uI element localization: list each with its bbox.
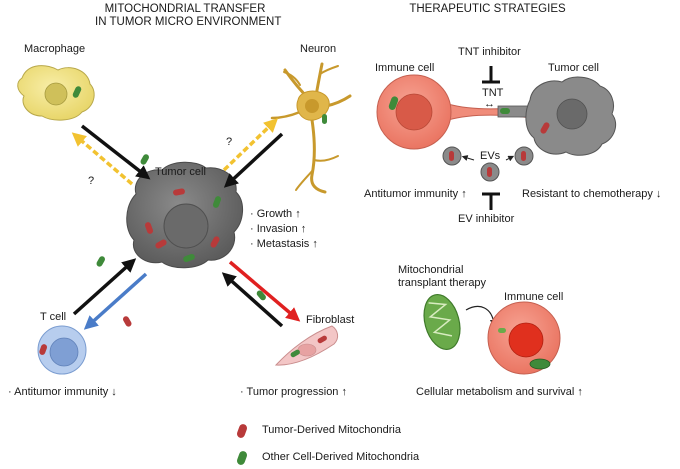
fibroblast-effect: · Tumor progression ↑ [240, 386, 347, 398]
mito-floating [96, 256, 106, 267]
legend-tumor-mito-swatch [236, 424, 248, 438]
macrophage-label: Macrophage [24, 43, 86, 55]
t-cell-label: T cell [40, 311, 67, 323]
neuron-soma [296, 90, 330, 124]
arrow-tumor-to-macrophage [71, 132, 134, 186]
immune-cell-label: Immune cell [375, 62, 435, 74]
neuron-label: Neuron [300, 43, 337, 55]
arrow-evs-left [461, 155, 475, 161]
transplant-mitochondrion [423, 293, 461, 351]
arrow-tumor-to-tcell [83, 272, 148, 330]
arrow-tumor-to-neuron [222, 118, 279, 172]
fibroblast-cell [274, 325, 339, 366]
evs-label: EVs [480, 150, 501, 162]
immune-cell-transplant [487, 301, 561, 375]
arrow-evs-right [505, 155, 515, 162]
effect-metastasis: · Metastasis ↑ [250, 238, 318, 250]
immune-cell-label-2: Immune cell [504, 291, 564, 303]
tnt-bidirectional-arrow: ↔ [484, 98, 495, 110]
tumor-cell-label-right: Tumor cell [548, 62, 599, 74]
transplant-label-line2: transplant therapy [398, 277, 487, 289]
tnt-label: TNT [482, 87, 504, 99]
mito-floating [140, 154, 149, 165]
macrophage-cell [17, 65, 95, 121]
ev-vesicles [442, 146, 534, 182]
legend-tumor-derived: Tumor-Derived Mitochondria [262, 424, 401, 436]
mito-floating [256, 290, 266, 301]
tnt-inhibitor-label: TNT inhibitor [458, 46, 521, 58]
ev-inhibitor-label: EV inhibitor [458, 213, 515, 225]
arrow-tcell-to-tumor [72, 258, 137, 316]
tumor-cell [126, 161, 243, 269]
effect-invasion: · Invasion ↑ [250, 223, 307, 235]
arrow-transplant [465, 305, 498, 327]
ev-inhibitor-symbol [482, 192, 500, 210]
fibroblast-label: Fibroblast [306, 314, 355, 326]
arrow-tumor-to-fibroblast [228, 260, 301, 322]
unknown-right-label: ? [226, 136, 233, 148]
t-cell [37, 325, 87, 375]
legend-other-mito-swatch [236, 451, 248, 465]
tumor-cell-label: Tumor cell [155, 166, 206, 178]
transplant-label-line1: Mitochondrial [398, 264, 464, 276]
mito-floating [123, 316, 132, 327]
left-title-line1: MITOCHONDRIAL TRANSFER [104, 3, 266, 15]
tnt-inhibitor-symbol [482, 66, 500, 84]
tumor-cell-tnt [525, 76, 617, 156]
legend-other-derived: Other Cell-Derived Mitochondria [262, 451, 420, 463]
right-title: THERAPEUTIC STRATEGIES [409, 3, 566, 15]
metabolism-label: Cellular metabolism and survival ↑ [416, 386, 583, 398]
arrow-fibroblast-to-tumor [221, 272, 284, 328]
immune-cell-tnt [376, 74, 452, 150]
left-title-line2: IN TUMOR MICRO ENVIRONMENT [95, 16, 282, 28]
resistant-label: Resistant to chemotherapy ↓ [522, 188, 662, 200]
t-cell-effect: · Antitumor immunity ↓ [8, 386, 117, 398]
effect-growth: · Growth ↑ [250, 208, 301, 220]
antitumor-label: Antitumor immunity ↑ [364, 188, 467, 200]
unknown-left-label: ? [88, 175, 95, 187]
arrow-macrophage-to-tumor [80, 124, 151, 180]
mito-in-tnt [500, 108, 510, 114]
arrow-neuron-to-tumor [223, 132, 284, 188]
neuron-cell [270, 62, 352, 194]
